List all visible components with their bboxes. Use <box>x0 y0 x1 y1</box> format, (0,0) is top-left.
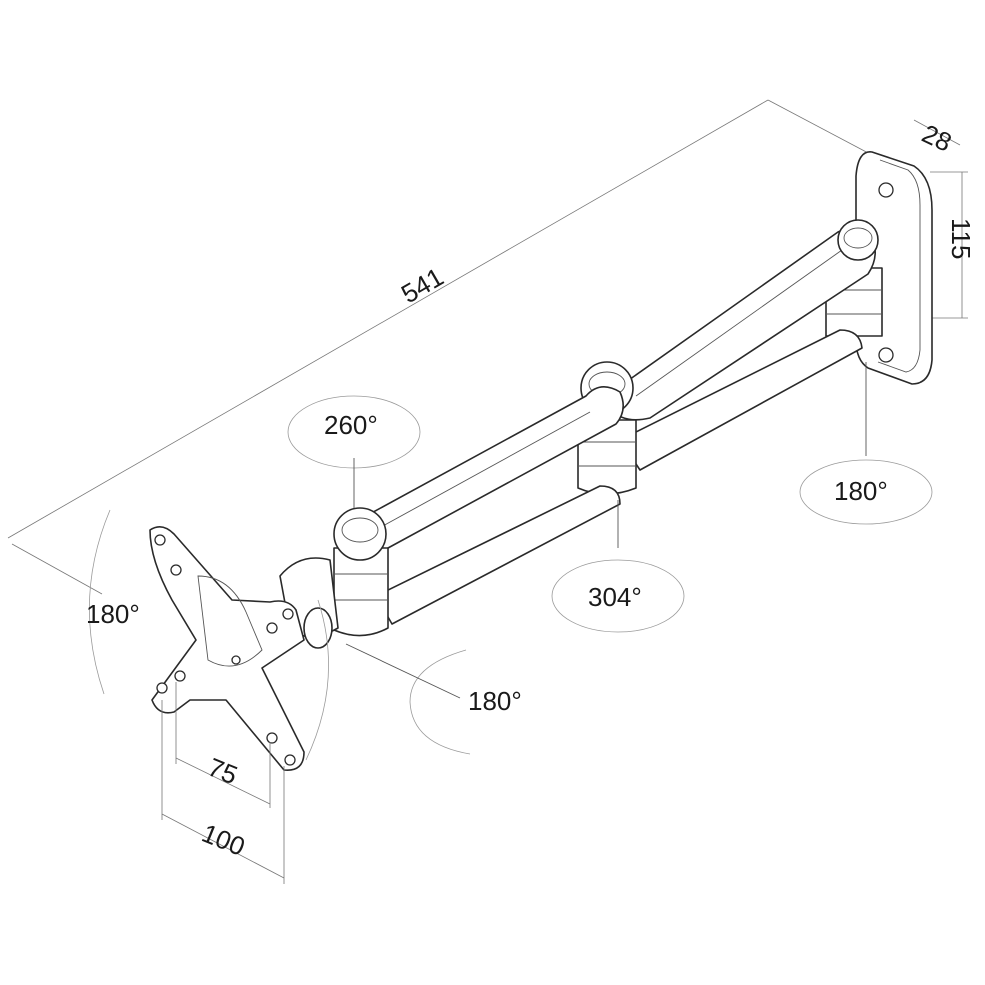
arm-segment-inner <box>350 386 624 625</box>
vesa-hole-6 <box>174 670 186 682</box>
vesa-hole-3 <box>282 608 294 620</box>
wall-rotation: 180° <box>799 362 933 525</box>
head-tilt-rotation: 180° <box>86 509 329 761</box>
height-dimension: 115 <box>930 171 976 319</box>
arm-segment-outer <box>610 219 879 471</box>
wall-rotation-label: 180° <box>834 476 888 506</box>
vesa-plate <box>149 526 305 771</box>
vesa-hole-8 <box>284 754 296 766</box>
head-swivel-rotation: 180° <box>345 643 522 755</box>
elbow-rotation: 304° <box>551 500 685 633</box>
wall-plate-hole-bottom <box>878 347 894 363</box>
length-label: 541 <box>396 262 449 310</box>
shoulder-rotation-label: 260° <box>324 410 378 440</box>
depth-label: 28 <box>917 118 956 157</box>
vesa-small-label: 75 <box>204 752 242 791</box>
vesa-hole-7 <box>266 732 278 744</box>
vesa-large-label: 100 <box>198 818 249 862</box>
vesa-hole-5 <box>156 682 168 694</box>
wall-plate-hole-top <box>878 182 894 198</box>
height-label: 115 <box>946 218 976 259</box>
vesa-center-hole <box>231 655 241 665</box>
shoulder-rotation: 260° <box>287 395 421 508</box>
elbow-rotation-label: 304° <box>588 582 642 612</box>
vesa-hole-4 <box>266 622 278 634</box>
vesa-hole-1 <box>154 534 166 546</box>
vesa-hole-2 <box>170 564 182 576</box>
depth-dimension: 28 <box>913 118 961 158</box>
head-swivel-label: 180° <box>468 686 522 716</box>
head-tilt-label: 180° <box>86 599 140 629</box>
